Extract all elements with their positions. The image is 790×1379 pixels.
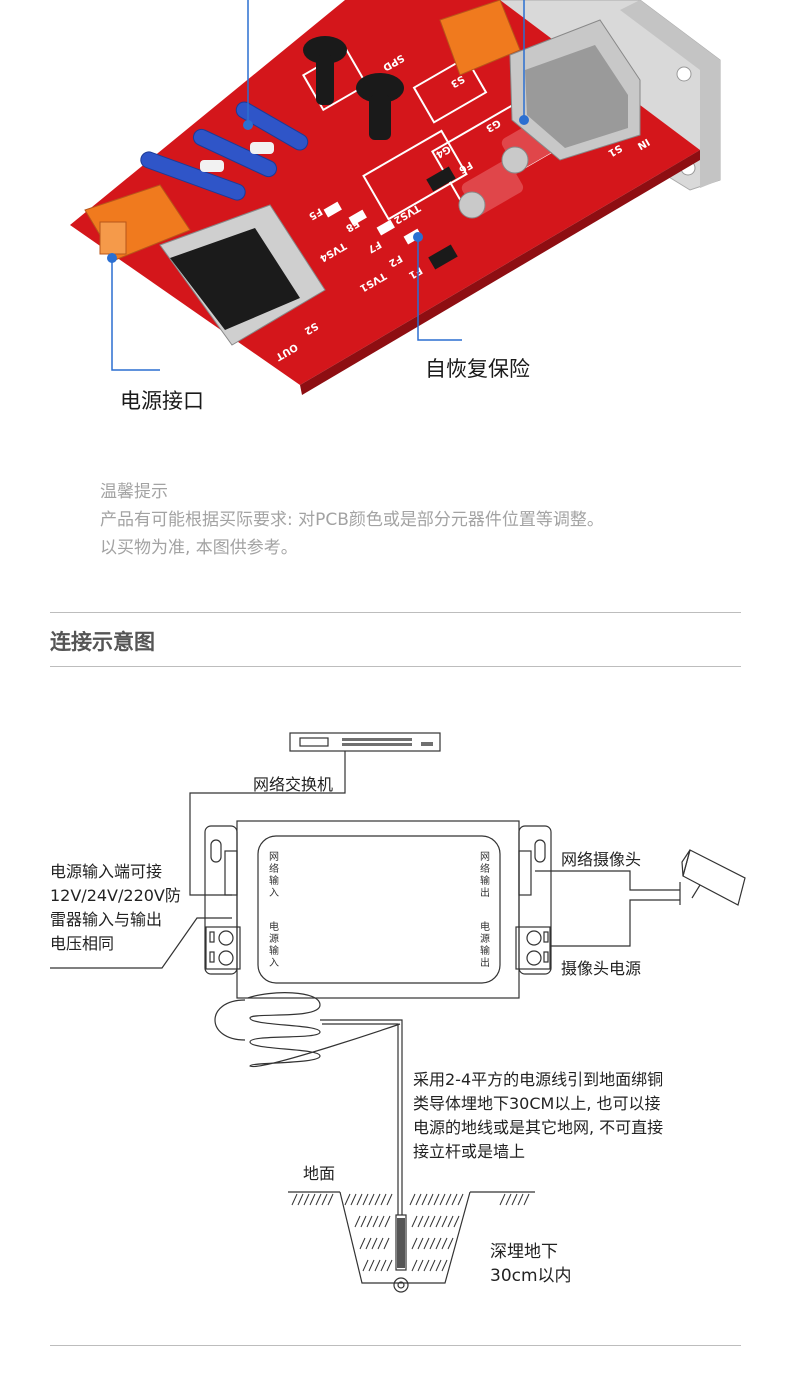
tips-line-1: 产品有可能根据买际要求: 对PCB颜色或是部分元器件位置等调整。 <box>100 510 604 530</box>
tips-line-2: 以买物为准, 本图供参考。 <box>100 538 298 558</box>
label-camera-power: 摄像头电源 <box>561 959 642 978</box>
power-input-note: 电源输入端可接 12V/24V/220V防 雷器输入与输出 电压相同 <box>50 862 181 953</box>
label-network-camera: 网络摄像头 <box>561 850 642 869</box>
depth-note: 深埋地下 30cm以内 <box>490 1242 572 1286</box>
tips-title: 温馨提示 <box>100 482 168 502</box>
rod-fill <box>397 1218 405 1268</box>
callout-line-fuse <box>417 237 462 341</box>
callout-power-port: 电源接口 <box>120 389 204 413</box>
divider-bottom <box>50 1345 741 1346</box>
label-network-switch: 网络交换机 <box>253 775 334 794</box>
box-net-out: 网络输出 <box>480 852 490 899</box>
divider-under-title <box>50 666 741 667</box>
box-power-in: 电源输入 <box>269 922 279 969</box>
callout-resettable-fuse: 自恢复保险 <box>425 357 530 381</box>
camera-icon <box>679 849 746 906</box>
network-switch-icon <box>289 732 441 752</box>
divider-top <box>50 612 741 613</box>
pcb-photo: SPD TVS2 TVS4 TVS1 OUT S2 S1 IN S3 F5 F8… <box>70 0 721 395</box>
callout-line-power <box>111 258 160 371</box>
box-net-in: 网络输入 <box>269 852 279 899</box>
section-title: 连接示意图 <box>50 630 155 654</box>
ground-note: 采用2-4平方的电源线引到地面绑铜 类导体埋地下30CM以上, 也可以接 电源的… <box>413 1070 664 1161</box>
label-ground-surface: 地面 <box>303 1164 336 1183</box>
protector-box <box>236 820 520 999</box>
box-power-out: 电源输出 <box>480 922 490 969</box>
silk-in: IN <box>635 136 651 152</box>
tips-block: 温馨提示 产品有可能根据买际要求: 对PCB颜色或是部分元器件位置等调整。 以买… <box>100 478 604 562</box>
